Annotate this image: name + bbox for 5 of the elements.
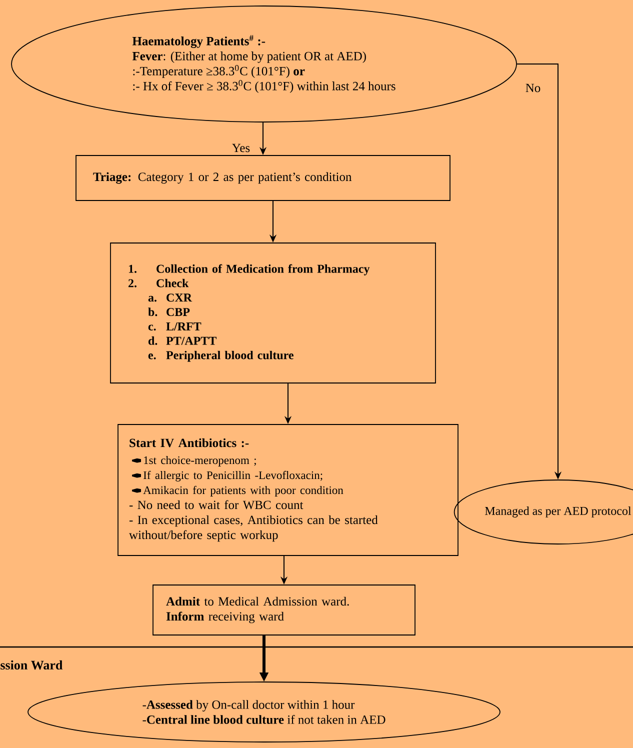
process-box: 1. Collection of Medication from Pharmacy 2. Check a. CXR b. CBP c. L/RFT d. PT/APTT e. Peripheral blood culture (110, 242, 436, 384)
process-box: Triage: Category 1 or 2 as per patient’s condition (76, 155, 450, 201)
section-heading: ssion Ward (0, 660, 63, 670)
process-box: Admit to Medical Admission ward. Inform receiving ward (152, 584, 416, 636)
process-box: Start IV Antibiotics :- 1st choice-meropenom ; If allergic to Penicillin -Levofloxacin; Amikacin for patients with poor condition - No need to wait for WBC count - In exceptional cases, Antibiotics can be started without/before septic workup (118, 424, 458, 556)
